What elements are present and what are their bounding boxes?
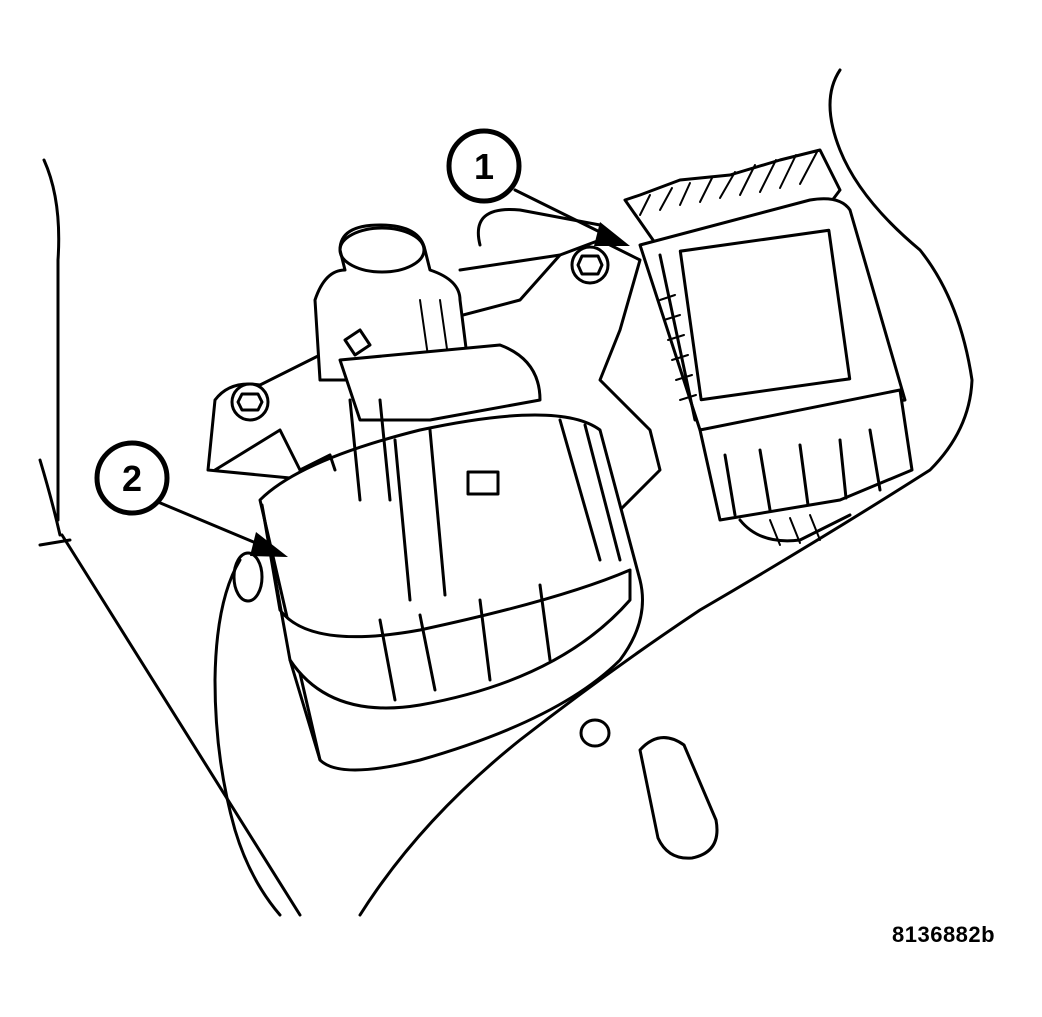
- left-panel-outline: [38, 158, 302, 917]
- motor-assembly: [232, 343, 644, 772]
- callout-2-leader-arrow: [156, 500, 270, 550]
- callout-1-arrowhead: [594, 222, 630, 246]
- panel-small-hole: [579, 718, 611, 748]
- control-module: [623, 148, 914, 546]
- body-panel: [358, 68, 974, 917]
- figure-id: 8136882b: [892, 922, 996, 947]
- callout-1: 1: [446, 128, 630, 246]
- callout-2-arrowhead: [250, 532, 288, 557]
- panel-slot-hole: [638, 736, 719, 860]
- callout-2: 2: [94, 440, 288, 557]
- callout-1-label: 1: [474, 146, 494, 187]
- callout-1-leader-arrow: [513, 188, 614, 240]
- callout-2-label: 2: [122, 458, 142, 499]
